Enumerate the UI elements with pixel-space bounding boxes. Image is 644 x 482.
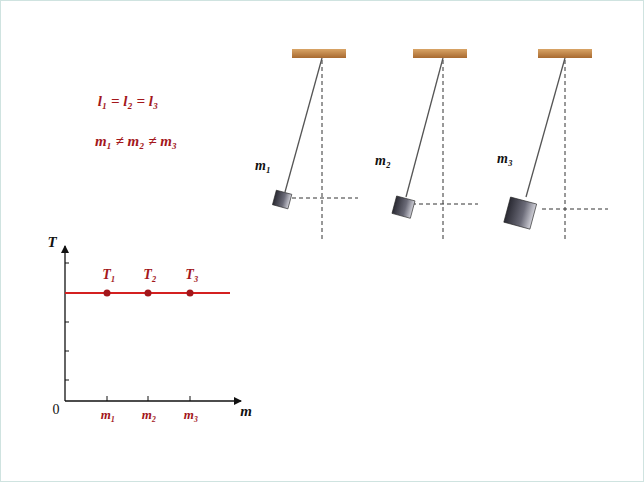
mass-inequality: m₁ ≠ m₂ ≠ m₃: [95, 134, 177, 149]
period-label: T₂: [143, 268, 156, 282]
period-label: T₁: [102, 268, 115, 282]
mass-label: m₁: [255, 159, 271, 173]
mass-label: m₃: [497, 152, 513, 166]
tick-label: m₃: [184, 408, 199, 421]
mass-label: m₂: [375, 154, 391, 168]
tick-label: m₁: [101, 408, 116, 421]
axis-label: T: [47, 235, 56, 250]
length-equation: l₁ = l₂ = l₃: [98, 94, 158, 109]
axis-label: m: [240, 404, 252, 419]
tick-label: m₂: [142, 408, 157, 421]
origin-label: 0: [53, 403, 60, 417]
period-label: T₃: [185, 268, 198, 282]
